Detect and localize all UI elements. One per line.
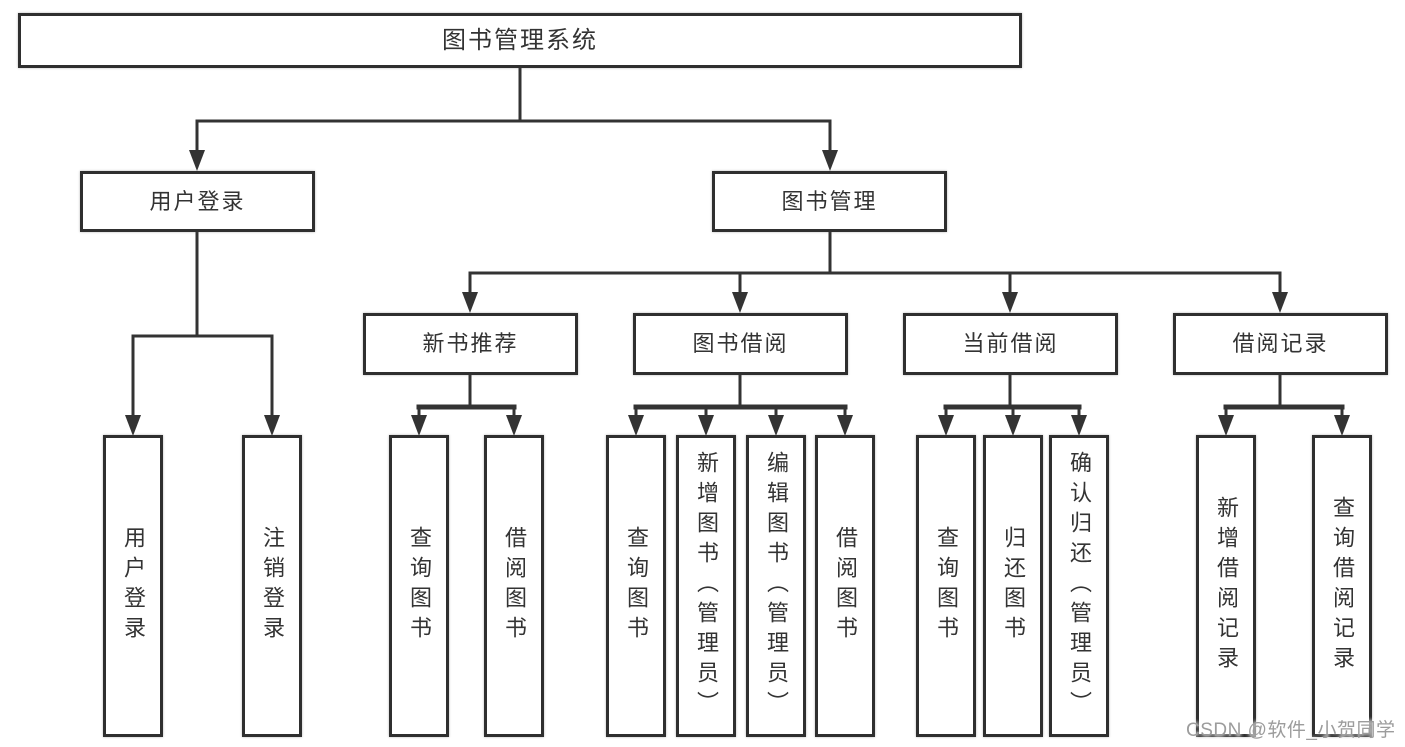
node-current-borrowing: 当前借阅 bbox=[903, 313, 1118, 375]
node-borrow-books: 借阅图书 bbox=[815, 435, 875, 737]
node-label: 查询图书 bbox=[624, 526, 649, 646]
node-query-books-current: 查询图书 bbox=[916, 435, 976, 737]
node-label: 查询图书 bbox=[407, 526, 432, 646]
node-new-book-recommendation: 新书推荐 bbox=[363, 313, 578, 375]
node-edit-book-admin: 编辑图书（管理员） bbox=[746, 435, 806, 737]
node-label: 注销登录 bbox=[260, 526, 285, 646]
node-label: 新书推荐 bbox=[422, 331, 519, 356]
node-query-borrow-record: 查询借阅记录 bbox=[1312, 435, 1372, 737]
node-label: 查询图书 bbox=[934, 526, 959, 646]
node-label: 借阅图书 bbox=[502, 526, 527, 646]
csdn-watermark: CSDN @软件_小贺同学 bbox=[1186, 720, 1396, 741]
node-return-books: 归还图书 bbox=[983, 435, 1043, 737]
node-confirm-return-admin: 确认归还（管理员） bbox=[1049, 435, 1109, 737]
node-add-book-admin: 新增图书（管理员） bbox=[676, 435, 736, 737]
node-label: 新增借阅记录 bbox=[1214, 496, 1239, 676]
node-library-management-system: 图书管理系统 bbox=[18, 13, 1022, 68]
node-add-borrow-record: 新增借阅记录 bbox=[1196, 435, 1256, 737]
node-label: 编辑图书（管理员） bbox=[764, 451, 789, 721]
node-label: 用户登录 bbox=[121, 526, 146, 646]
node-borrow-books-recommend: 借阅图书 bbox=[484, 435, 544, 737]
node-label: 图书借阅 bbox=[692, 331, 789, 356]
node-label: 图书管理系统 bbox=[442, 26, 598, 54]
node-label: 查询借阅记录 bbox=[1330, 496, 1355, 676]
node-label: 当前借阅 bbox=[962, 331, 1059, 356]
node-label: 图书管理 bbox=[781, 188, 878, 214]
node-book-management: 图书管理 bbox=[712, 171, 947, 232]
node-borrowing-records: 借阅记录 bbox=[1173, 313, 1388, 375]
node-user-login: 用户登录 bbox=[103, 435, 163, 737]
node-label: 借阅记录 bbox=[1232, 331, 1329, 356]
node-book-borrowing: 图书借阅 bbox=[633, 313, 848, 375]
node-user-login-branch: 用户登录 bbox=[80, 171, 315, 232]
node-query-books-borrowing: 查询图书 bbox=[606, 435, 666, 737]
node-label: 用户登录 bbox=[149, 188, 246, 214]
node-query-books-recommend: 查询图书 bbox=[389, 435, 449, 737]
node-label: 归还图书 bbox=[1001, 526, 1026, 646]
node-label: 确认归还（管理员） bbox=[1067, 451, 1092, 721]
arrowheads bbox=[125, 150, 1350, 436]
node-label: 借阅图书 bbox=[833, 526, 858, 646]
node-label: 新增图书（管理员） bbox=[694, 451, 719, 721]
node-logout: 注销登录 bbox=[242, 435, 302, 737]
